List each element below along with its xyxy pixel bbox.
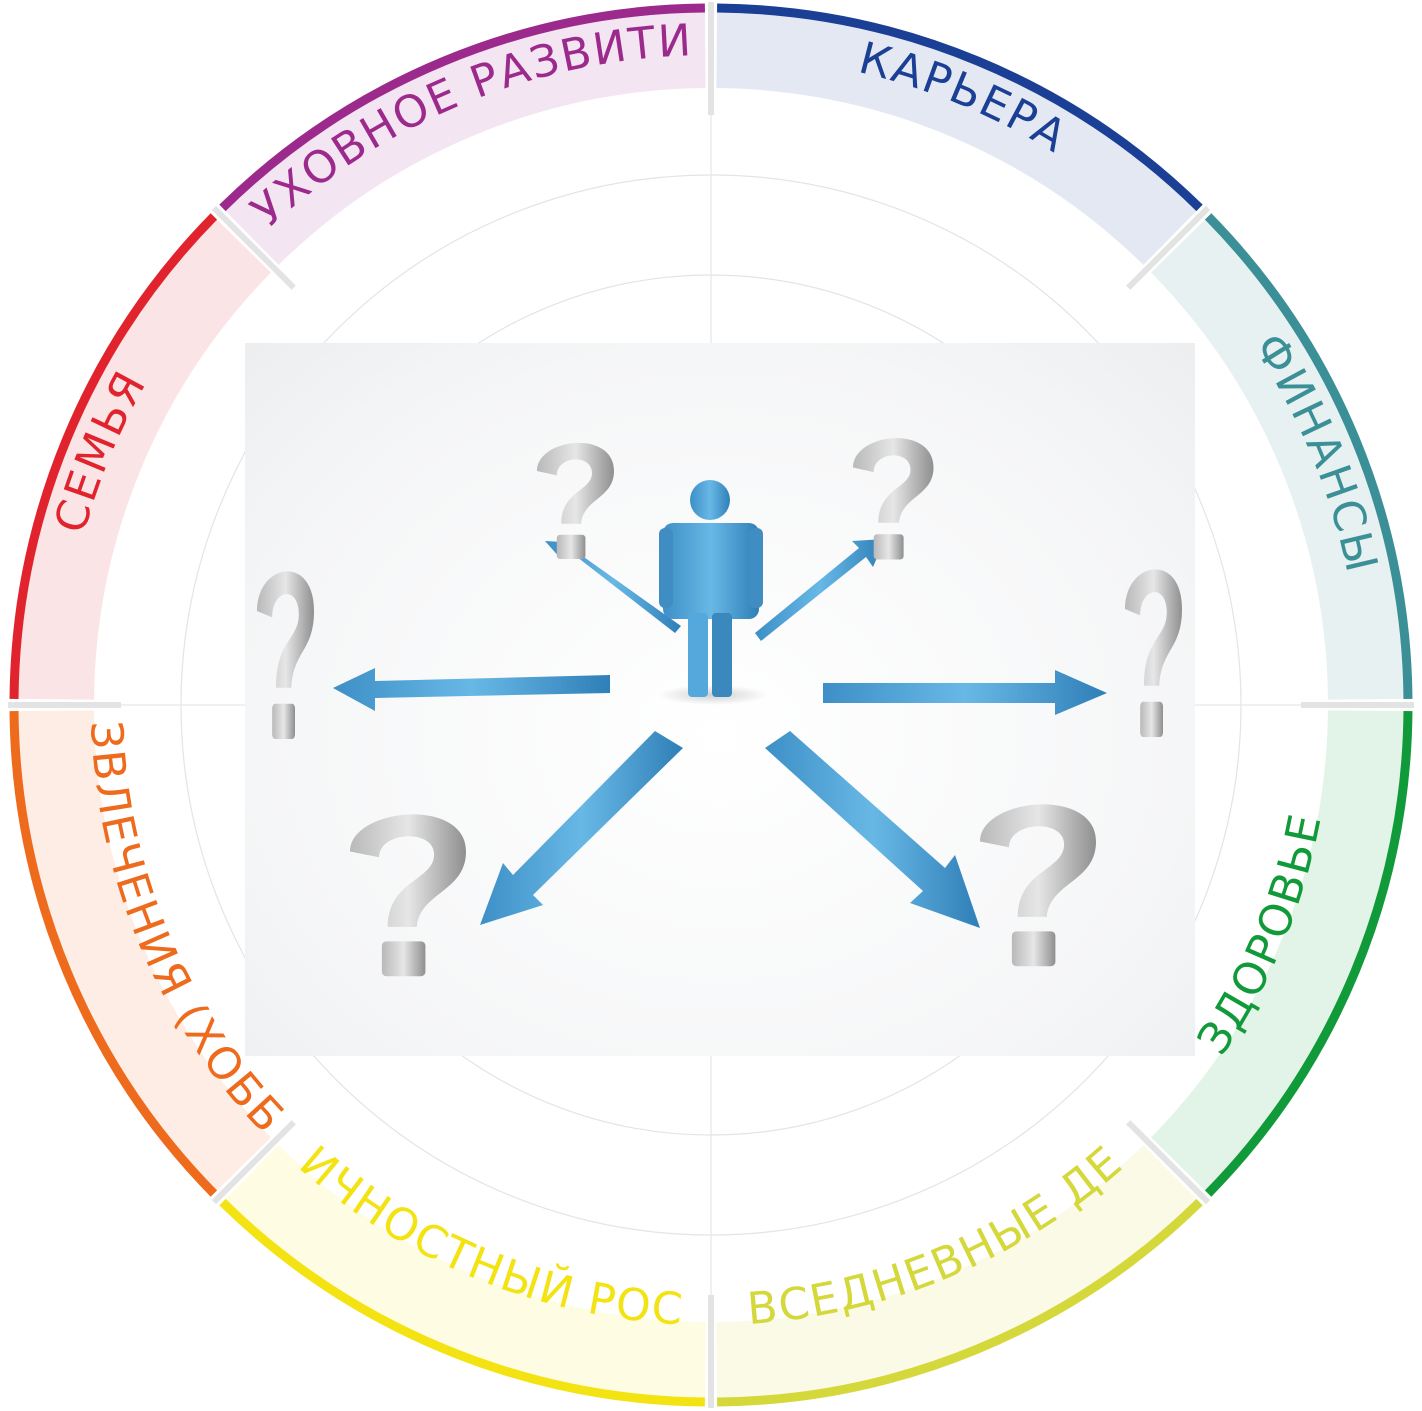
segment-divider <box>1126 1120 1211 1205</box>
segment-glow <box>1150 216 1408 700</box>
segment-rim-arc <box>1204 213 1413 699</box>
segment-glow <box>716 8 1200 266</box>
question-mark-icon <box>257 571 314 739</box>
segment-glow <box>222 8 706 266</box>
person-head <box>690 480 730 520</box>
arrows <box>333 539 1107 928</box>
question-mark-icon <box>980 804 1096 967</box>
question-mark-icon <box>1125 569 1182 737</box>
segment-divider <box>211 205 296 290</box>
wheel-glow <box>14 8 1408 1402</box>
person-torso <box>663 523 759 619</box>
segment-glow <box>716 1144 1200 1402</box>
arrow-up-right <box>755 539 885 641</box>
question-mark-icon <box>537 442 614 559</box>
segment-glow <box>222 1144 706 1402</box>
arrow-up-left <box>545 541 681 633</box>
segment-rim-arc <box>9 213 218 699</box>
segment-divider <box>1126 205 1211 290</box>
question-marks <box>257 438 1182 977</box>
segment-rim-arc <box>717 3 1203 212</box>
segment-glow <box>14 710 272 1194</box>
person-leg-right <box>712 613 732 697</box>
wheel-rim <box>9 3 1413 1407</box>
segment-rim-arc <box>1204 711 1413 1197</box>
arrow-down-right <box>765 731 980 928</box>
person-choices-illustration <box>257 438 1182 977</box>
segment-glow <box>14 216 272 700</box>
segment-rim-arc <box>717 1198 1203 1407</box>
segment-rim-arc <box>219 3 705 212</box>
segment-rim-arc <box>9 711 218 1197</box>
arrow-right <box>823 670 1107 715</box>
person-figure <box>658 480 768 705</box>
arrow-left <box>333 668 610 711</box>
segment-glow <box>1150 710 1408 1194</box>
arrow-down-left <box>480 731 683 925</box>
segment-divider <box>211 1120 296 1205</box>
person-leg-left <box>688 613 708 697</box>
question-mark-icon <box>853 438 934 560</box>
question-mark-icon <box>350 814 466 977</box>
segment-rim-arc <box>219 1198 705 1407</box>
center-illustration <box>245 343 1195 1056</box>
wheel-dividers <box>8 2 1414 1408</box>
